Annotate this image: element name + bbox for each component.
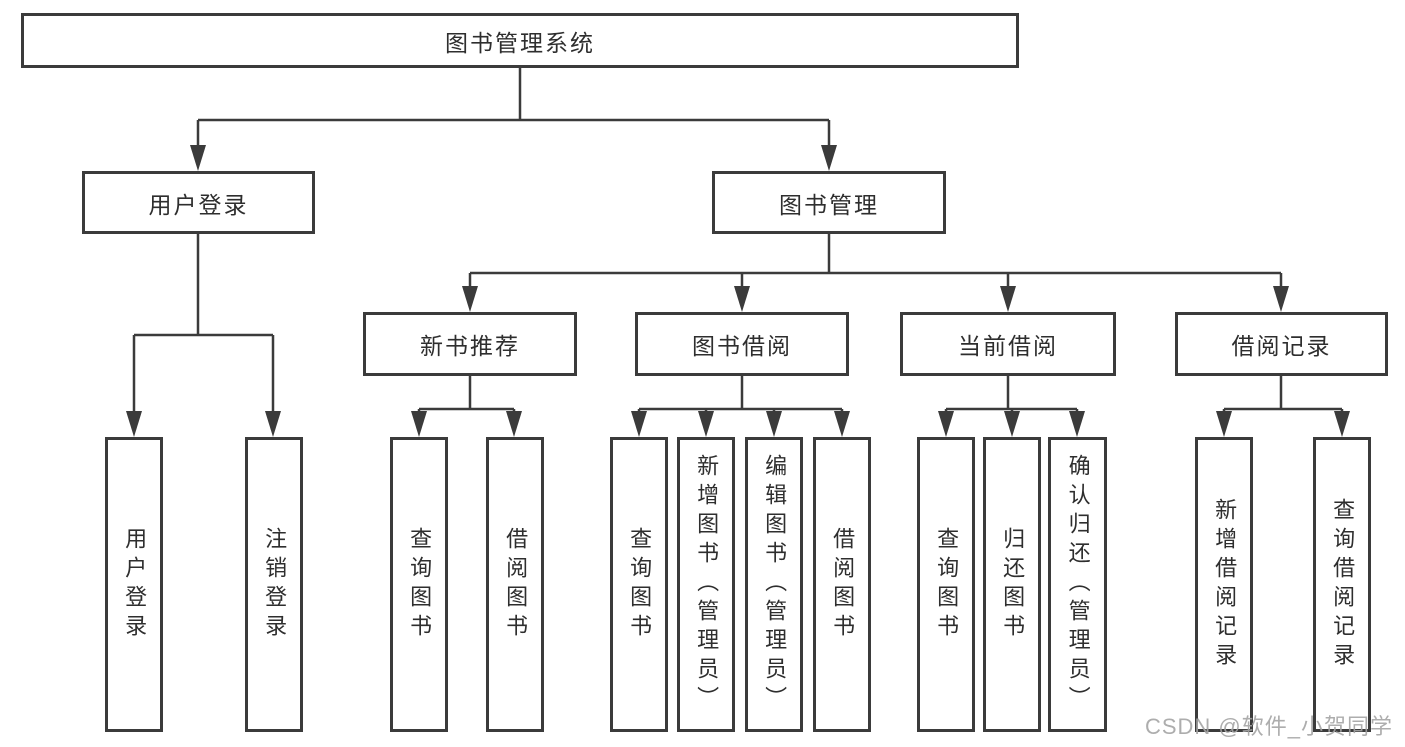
node-new-book-recommend: 新书推荐 [363, 312, 577, 376]
node-current-borrowing: 当前借阅 [900, 312, 1116, 376]
leaf-borrowing-edit-books-label: 编辑图书（管理员） [762, 454, 788, 715]
leaf-recommend-query-books-label: 查询图书 [407, 526, 433, 643]
arrowheads [126, 145, 1350, 437]
leaf-recommend-query-books: 查询图书 [390, 437, 448, 732]
leaf-recommend-borrow-books: 借阅图书 [486, 437, 544, 732]
leaf-borrowing-borrow-books: 借阅图书 [813, 437, 871, 732]
leaf-logout-login: 注销登录 [245, 437, 303, 732]
leaf-current-query-books-label: 查询图书 [934, 526, 960, 643]
node-book-management: 图书管理 [712, 171, 946, 234]
leaf-recommend-borrow-books-label: 借阅图书 [503, 526, 529, 643]
leaf-current-return-books: 归还图书 [983, 437, 1041, 732]
leaf-current-confirm-return: 确认归还（管理员） [1048, 437, 1107, 732]
leaf-records-add-record-label: 新增借阅记录 [1212, 497, 1238, 672]
leaf-borrowing-query-books: 查询图书 [610, 437, 668, 732]
leaf-borrowing-borrow-books-label: 借阅图书 [830, 526, 856, 643]
leaf-current-confirm-return-label: 确认归还（管理员） [1065, 454, 1091, 715]
leaf-borrowing-add-books-label: 新增图书（管理员） [694, 454, 720, 715]
leaf-records-query-record-label: 查询借阅记录 [1330, 497, 1356, 672]
csdn-watermark: CSDN @软件_小贺同学 [1144, 714, 1393, 739]
leaf-logout-login-label: 注销登录 [262, 526, 288, 643]
leaf-records-query-record: 查询借阅记录 [1313, 437, 1371, 732]
node-book-borrowing: 图书借阅 [635, 312, 849, 376]
leaf-user-login: 用户登录 [105, 437, 163, 732]
leaf-current-return-books-label: 归还图书 [1000, 526, 1026, 643]
leaf-borrowing-query-books-label: 查询图书 [627, 526, 653, 643]
leaf-current-query-books: 查询图书 [917, 437, 975, 732]
leaf-records-add-record: 新增借阅记录 [1195, 437, 1253, 732]
node-borrowing-records: 借阅记录 [1175, 312, 1388, 376]
leaf-borrowing-edit-books: 编辑图书（管理员） [745, 437, 803, 732]
node-user-login: 用户登录 [82, 171, 315, 234]
leaf-borrowing-add-books: 新增图书（管理员） [677, 437, 735, 732]
leaf-user-login-label: 用户登录 [122, 526, 148, 643]
node-root-library-system: 图书管理系统 [21, 13, 1019, 68]
